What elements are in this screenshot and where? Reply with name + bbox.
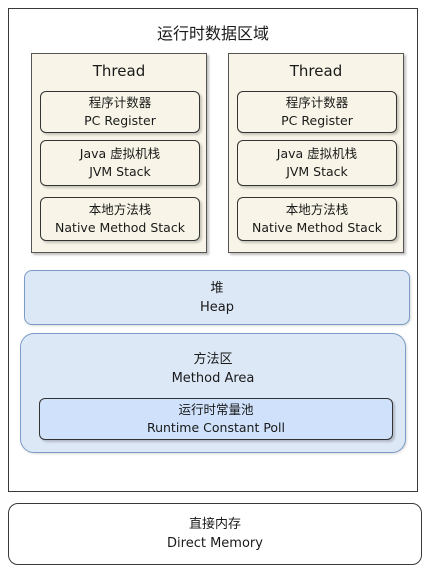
jvm-stack-box: Java 虚拟机栈 JVM Stack bbox=[237, 140, 397, 186]
method-area-box: 方法区 Method Area 运行时常量池 Runtime Constant … bbox=[20, 333, 406, 453]
native-method-stack-box: 本地方法栈 Native Method Stack bbox=[237, 197, 397, 241]
runtime-constant-pool-box: 运行时常量池 Runtime Constant Poll bbox=[39, 398, 393, 440]
runtime-constant-pool-cn: 运行时常量池 bbox=[178, 402, 254, 417]
jvm-stack-cn: Java 虚拟机栈 bbox=[276, 146, 358, 161]
jvm-stack-en: JVM Stack bbox=[286, 164, 348, 179]
jvm-stack-box: Java 虚拟机栈 JVM Stack bbox=[40, 140, 200, 186]
pc-register-box: 程序计数器 PC Register bbox=[40, 91, 200, 133]
thread-box-2: Thread 程序计数器 PC Register Java 虚拟机栈 JVM S… bbox=[228, 53, 404, 253]
thread-box-1: Thread 程序计数器 PC Register Java 虚拟机栈 JVM S… bbox=[31, 53, 207, 253]
method-area-en: Method Area bbox=[171, 371, 255, 386]
thread-title: Thread bbox=[289, 62, 343, 80]
pc-register-en: PC Register bbox=[84, 113, 156, 128]
native-method-stack-cn: 本地方法栈 bbox=[88, 202, 152, 217]
pc-register-box: 程序计数器 PC Register bbox=[237, 91, 397, 133]
pc-register-en: PC Register bbox=[281, 113, 353, 128]
direct-memory-cn: 直接内存 bbox=[188, 517, 241, 532]
native-method-stack-en: Native Method Stack bbox=[55, 220, 185, 235]
native-method-stack-cn: 本地方法栈 bbox=[285, 202, 349, 217]
runtime-constant-pool-en: Runtime Constant Poll bbox=[146, 420, 286, 435]
jvm-stack-en: JVM Stack bbox=[89, 164, 151, 179]
direct-memory-en: Direct Memory bbox=[167, 536, 263, 551]
native-method-stack-en: Native Method Stack bbox=[252, 220, 382, 235]
method-area-title: 方法区 Method Area bbox=[21, 350, 405, 388]
heap-box: 堆 Heap bbox=[24, 270, 410, 325]
pc-register-cn: 程序计数器 bbox=[285, 95, 349, 110]
heap-en: Heap bbox=[200, 299, 234, 315]
thread-title: Thread bbox=[92, 62, 146, 80]
native-method-stack-box: 本地方法栈 Native Method Stack bbox=[40, 197, 200, 241]
direct-memory-box: 直接内存 Direct Memory bbox=[8, 503, 422, 565]
jvm-stack-cn: Java 虚拟机栈 bbox=[79, 146, 161, 161]
method-area-cn: 方法区 bbox=[193, 352, 233, 367]
pc-register-cn: 程序计数器 bbox=[88, 95, 152, 110]
runtime-data-area-title: 运行时数据区域 bbox=[156, 24, 269, 43]
heap-cn: 堆 bbox=[210, 280, 224, 296]
